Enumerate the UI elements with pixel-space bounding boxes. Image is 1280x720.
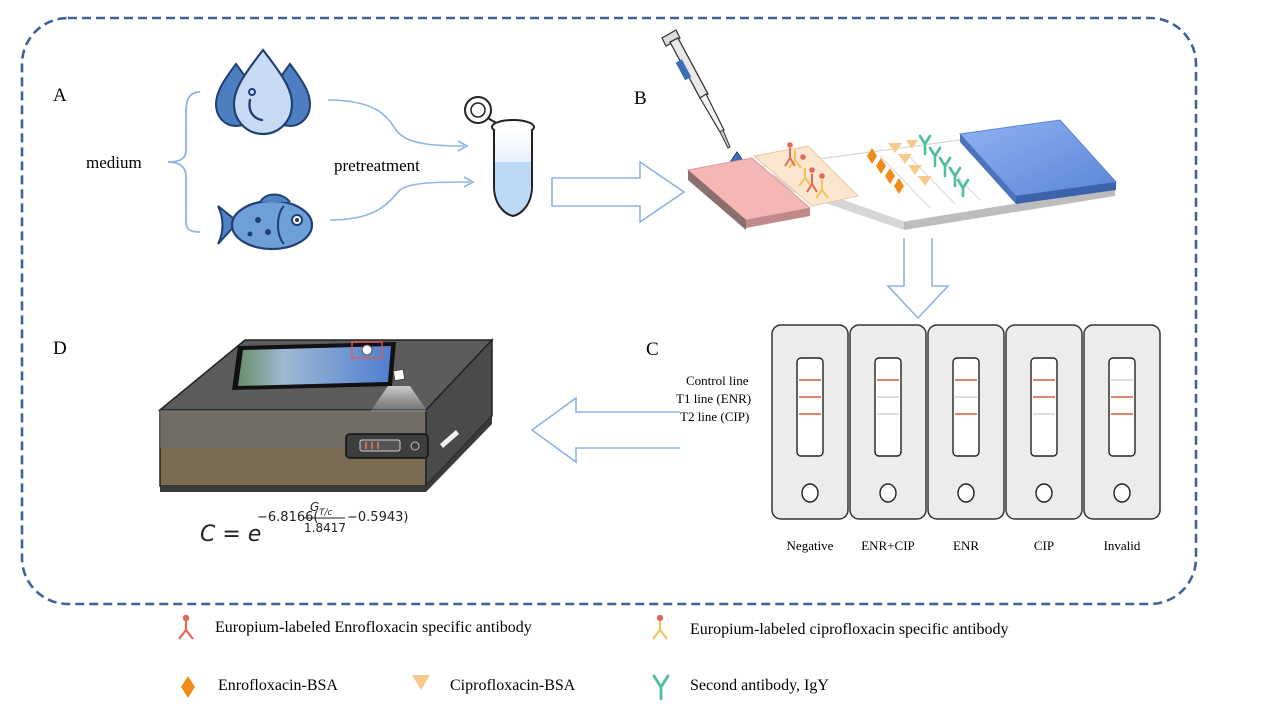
legend-eu-cip-antibody-label: Europium-labeled ciprofloxacin specific … xyxy=(690,621,1009,638)
smartphone-reader-device xyxy=(157,338,494,492)
pretreatment-label: pretreatment xyxy=(334,156,420,175)
medium-brace xyxy=(167,91,201,233)
formula-numerator: G xyxy=(310,500,319,514)
result-cassette-4: Invalid xyxy=(1083,324,1161,553)
cassette-label: Negative xyxy=(787,538,834,553)
legend-igy-icon xyxy=(652,674,670,701)
water-drop-icon xyxy=(214,48,312,136)
legend-eu-enr-antibody-label: Europium-labeled Enrofloxacin specific a… xyxy=(215,619,532,636)
legend-enr-bsa-label: Enrofloxacin-BSA xyxy=(218,677,338,694)
formula-denominator: 1.8417 xyxy=(304,521,346,535)
formula-exponent-post: −0.5943) xyxy=(347,510,408,525)
cassette-sample-well xyxy=(879,483,897,503)
legend-enr-bsa-icon xyxy=(181,676,195,698)
cassette-label: CIP xyxy=(1034,538,1054,553)
arrow-c-to-d xyxy=(530,396,680,464)
legend-cip-bsa-label: Ciprofloxacin-BSA xyxy=(450,677,576,694)
cassette-sample-well xyxy=(1113,483,1131,503)
panel-d-letter: D xyxy=(53,338,67,359)
result-cassette-2: ENR xyxy=(927,324,1005,553)
cassette-window xyxy=(1030,357,1058,457)
cassette-window xyxy=(1108,357,1136,457)
panel-a-letter: A xyxy=(53,85,67,106)
legend-eu-enr-antibody-icon xyxy=(178,614,194,640)
control-igy-markers xyxy=(918,134,970,198)
water-to-tube-arrow xyxy=(327,99,465,147)
result-cassette-0: Negative xyxy=(771,324,849,553)
t2-line-label: T2 line (CIP) xyxy=(680,409,749,424)
formula-lhs: C = e xyxy=(200,522,261,547)
t1-line-label: T1 line (ENR) xyxy=(676,391,751,406)
legend: Europium-labeled Enrofloxacin specific a… xyxy=(178,614,1009,701)
formula-numerator-sub: T/c xyxy=(319,508,333,518)
quantification-formula: C = e −6.8166( G T/c 1.8417 −0.5943) xyxy=(200,500,408,547)
arrow-b-to-c xyxy=(886,238,950,320)
arrow-a-to-b xyxy=(551,160,686,224)
t1-enr-bsa-markers xyxy=(867,148,904,194)
legend-eu-cip-antibody-icon xyxy=(652,614,668,640)
pipette-icon xyxy=(661,29,731,149)
result-cassette-3: CIP xyxy=(1005,324,1083,553)
medium-label: medium xyxy=(86,153,142,172)
formula-exponent-pre: −6.8166( xyxy=(257,510,318,525)
legend-cip-bsa-icon xyxy=(412,675,430,690)
cassette-window xyxy=(796,357,824,457)
lateral-flow-strip xyxy=(686,119,1118,230)
cassette-label: Invalid xyxy=(1104,538,1141,553)
result-cassette-1: ENR+CIP xyxy=(849,324,927,553)
cassette-label: ENR+CIP xyxy=(861,538,915,553)
t2-cip-bsa-markers xyxy=(888,140,932,186)
dashed-frame xyxy=(20,16,1198,606)
cassette-label: ENR xyxy=(953,538,979,553)
cassette-window xyxy=(952,357,980,457)
fish-icon xyxy=(217,193,314,251)
cassette-sample-well xyxy=(801,483,819,503)
cassette-sample-well xyxy=(957,483,975,503)
result-cassettes: Negative ENR+CIP ENR CIP Invalid xyxy=(771,324,1161,553)
panel-c-letter: C xyxy=(646,339,659,360)
fish-to-tube-arrow xyxy=(329,181,471,221)
legend-igy-label: Second antibody, IgY xyxy=(690,677,829,694)
sample-tube-icon xyxy=(464,96,535,218)
control-line-label: Control line xyxy=(686,373,749,388)
panel-b-letter: B xyxy=(634,88,647,109)
cassette-sample-well xyxy=(1035,483,1053,503)
conjugate-antibodies xyxy=(784,142,829,199)
cassette-window xyxy=(874,357,902,457)
